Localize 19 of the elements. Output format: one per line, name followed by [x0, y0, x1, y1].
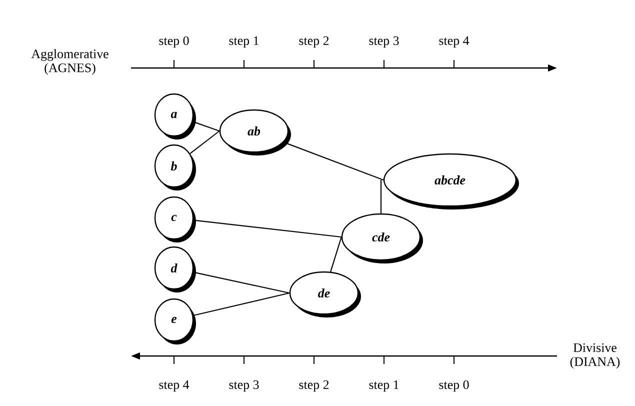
axis-title: Divisive (DIANA) [570, 343, 620, 369]
step-label: step 1 [229, 36, 259, 48]
connector-line [380, 180, 382, 214]
axis-title: Agglomerative (AGNES) [31, 49, 108, 75]
connector-line [330, 236, 342, 272]
step-label: step 2 [299, 380, 329, 392]
step-label: step 3 [229, 380, 259, 392]
connector-line [193, 292, 290, 316]
step-label: step 1 [369, 380, 399, 392]
step-label: step 3 [369, 36, 399, 48]
step-label: step 4 [159, 380, 190, 392]
connector-line [190, 130, 220, 154]
step-label: step 4 [439, 36, 470, 48]
step-label: step 2 [299, 36, 329, 48]
connector-line [193, 220, 342, 238]
connector-line [193, 272, 290, 294]
step-label: step 0 [439, 380, 469, 392]
step-label: step 0 [159, 36, 189, 48]
connector-line [192, 121, 220, 132]
